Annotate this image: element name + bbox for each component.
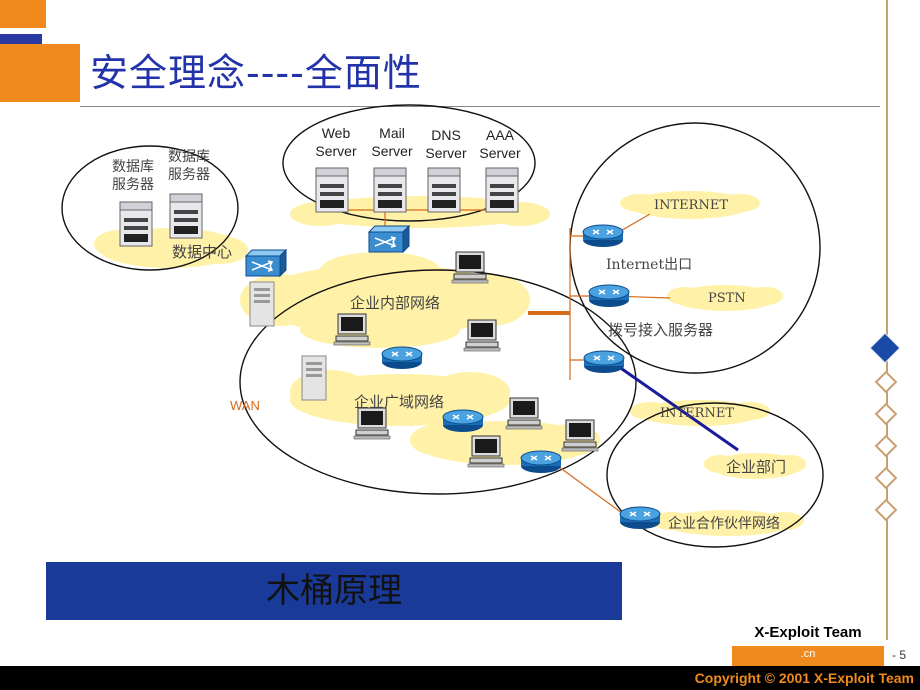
team-domain: .cn [800, 648, 816, 660]
enterprise-wan-label: 企业广域网络 [354, 393, 445, 411]
pstn-label: PSTN [708, 291, 746, 306]
banner-text: 木桶原理 [266, 571, 402, 611]
data-center-label: 数据中心 [172, 243, 233, 261]
internet-exit-label: Internet出口 [606, 257, 693, 273]
mail-server-label: Mail Server [371, 125, 413, 159]
web-server-label: Web Server [315, 125, 357, 159]
wan-label: WAN [230, 398, 260, 413]
principle-banner: 木桶原理 [46, 562, 622, 620]
right-divider-line [886, 0, 888, 640]
aaa-server-label: AAA Server [479, 127, 521, 161]
partner-network-label: 企业合作伙伴网络 [668, 516, 780, 532]
dns-server-label: DNS Server [425, 127, 467, 161]
enterprise-lan-label: 企业内部网络 [350, 294, 441, 312]
deco-square-orange-bottom [0, 44, 80, 102]
internet-bottom-label: INTERNET [660, 406, 734, 421]
internet-top-label: INTERNET [654, 198, 728, 213]
copyright-text: Copyright © 2001 X-Exploit Team [694, 670, 914, 686]
page-title: 安全理念----全面性 [90, 51, 422, 95]
team-domain-bar [732, 646, 884, 666]
page-number: - 5 [892, 648, 907, 662]
db-server-label-2: 数据库 服务器 [168, 149, 210, 183]
dialup-server-label: 拨号接入服务器 [608, 321, 714, 339]
footer-bar [0, 666, 920, 690]
deco-square-white [46, 0, 82, 40]
db-server-label-1: 数据库 服务器 [112, 159, 154, 193]
branch-label: 企业部门 [726, 458, 787, 476]
team-name: X-Exploit Team [754, 624, 862, 641]
title-divider [80, 106, 880, 107]
deco-square-orange-top [0, 0, 46, 28]
